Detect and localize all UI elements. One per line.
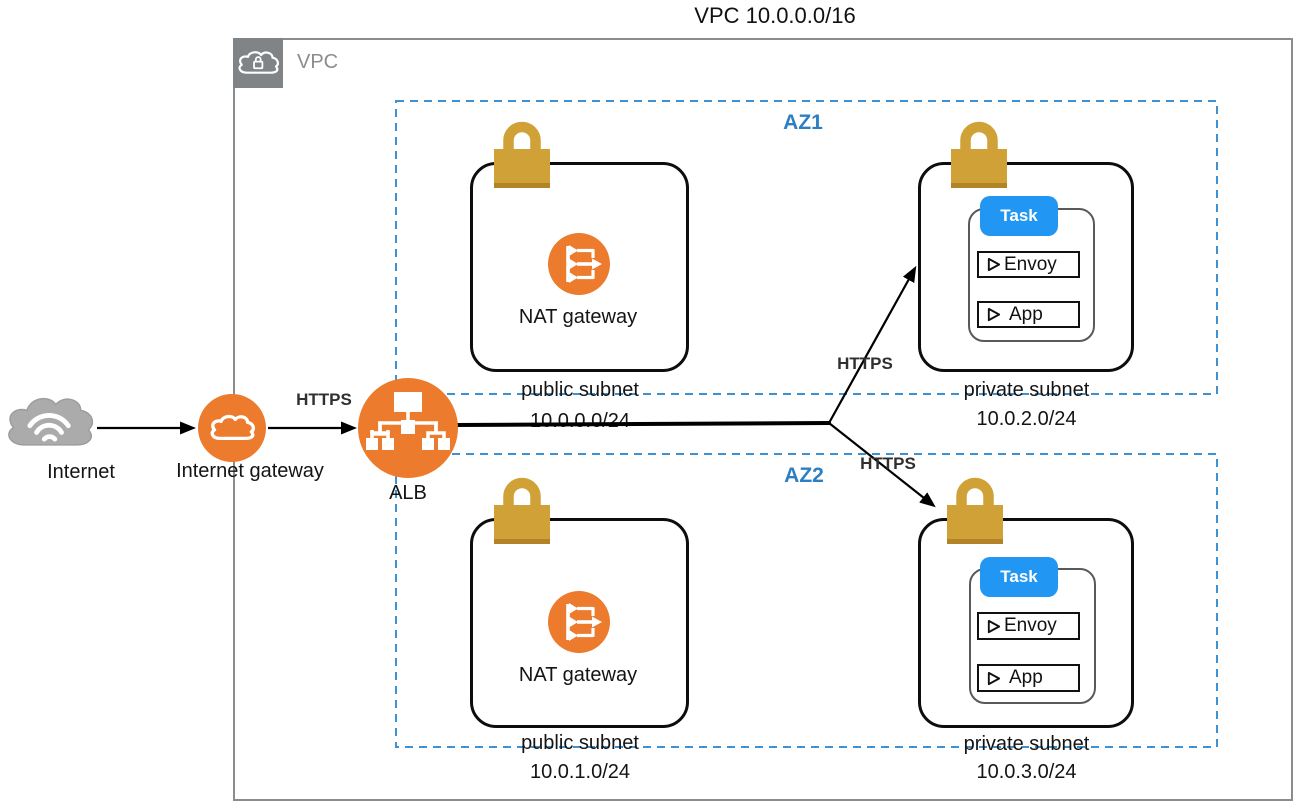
private-subnet-az1-cidr: 10.0.2.0/24	[976, 408, 1077, 430]
vpc-cloud-lock-icon	[238, 51, 279, 74]
internet-cloud-icon	[8, 397, 94, 446]
lock-icon-private-az2	[947, 477, 1003, 544]
nat-gateway-label-az2: NAT gateway	[518, 664, 638, 686]
app-label: App	[1009, 303, 1043, 325]
nat-glyph	[566, 245, 602, 283]
app-label: App	[1009, 667, 1043, 688]
private-subnet-az1-name: private subnet	[963, 379, 1090, 401]
az2-label: AZ2	[784, 464, 824, 487]
nat-glyph	[566, 603, 602, 641]
https-label-az2: HTTPS	[860, 454, 916, 473]
task-badge-az1: Task	[980, 196, 1058, 236]
app-container-row-az2: App	[977, 664, 1080, 692]
lock-icon-public-az2	[494, 477, 550, 544]
envoy-label: Envoy	[1004, 253, 1057, 275]
igw-cloud-glyph	[210, 414, 255, 441]
internet-gateway-label: Internet gateway	[176, 460, 324, 482]
diagram-title: VPC 10.0.0.0/16	[694, 3, 856, 28]
alb-label: ALB	[389, 482, 427, 504]
internet-gateway-icon	[198, 394, 266, 462]
app-container-row-az1: App	[977, 301, 1080, 328]
https-label-igw-alb: HTTPS	[296, 390, 352, 409]
nat-gateway-label-az1: NAT gateway	[518, 306, 638, 328]
envoy-container-row-az2: Envoy	[977, 612, 1080, 640]
nat-gateway-icon-az2	[548, 591, 610, 653]
task-badge-az2: Task	[980, 557, 1058, 597]
envoy-container-row-az1: Envoy	[977, 251, 1080, 278]
lock-icon-public-az1	[494, 121, 550, 188]
public-subnet-az2-cidr: 10.0.1.0/24	[529, 761, 631, 783]
public-subnet-az1-cidr: 10.0.0.0/24	[529, 410, 631, 432]
container-triangle-icon	[987, 307, 1001, 322]
vpc-label: VPC	[297, 51, 339, 73]
public-subnet-az1-name: public subnet	[521, 379, 639, 401]
https-label-az1: HTTPS	[837, 354, 893, 373]
private-subnet-az2-name: private subnet	[963, 733, 1090, 755]
container-triangle-icon	[987, 257, 1001, 272]
internet-label: Internet	[47, 461, 115, 483]
alb-tree-glyph	[366, 392, 450, 450]
envoy-label: Envoy	[1004, 615, 1057, 636]
az1-label: AZ1	[783, 111, 823, 134]
container-triangle-icon	[987, 671, 1001, 685]
ecs-task-group-az2: Task Envoy App	[969, 557, 1109, 707]
vpc-header	[233, 38, 283, 88]
container-triangle-icon	[987, 619, 1001, 633]
alb-icon	[358, 378, 458, 478]
lock-icon-private-az1	[951, 121, 1007, 188]
private-subnet-az2-cidr: 10.0.3.0/24	[976, 761, 1077, 783]
public-subnet-az2-name: public subnet	[521, 732, 639, 754]
ecs-task-group-az1: Task Envoy App	[968, 196, 1108, 346]
nat-gateway-icon-az1	[548, 233, 610, 295]
